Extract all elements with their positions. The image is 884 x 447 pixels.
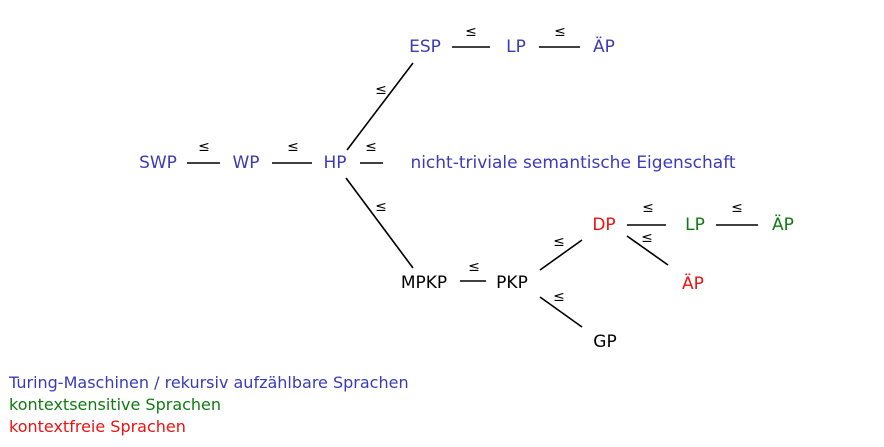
relation-label-lp_top-aep_top: ≤ <box>554 24 566 40</box>
relation-label-dp-lp_mid: ≤ <box>642 200 654 216</box>
edge-pkp-gp <box>539 296 583 328</box>
legend-context-free: kontextfreie Sprachen <box>9 417 186 436</box>
node-esp: ESP <box>409 37 441 57</box>
node-gp: GP <box>593 332 616 352</box>
relation-label-pkp-dp: ≤ <box>553 234 565 250</box>
edge-pkp-dp <box>539 239 583 271</box>
relation-label-hp-nts: ≤ <box>365 139 377 155</box>
relation-label-hp-mpkp: ≤ <box>375 199 387 215</box>
relation-label-hp-esp: ≤ <box>375 82 387 98</box>
relation-label-wp-hp: ≤ <box>287 139 299 155</box>
relation-label-lp_mid-aep_mid: ≤ <box>731 200 743 216</box>
node-aep-mid: ÄP <box>772 214 794 235</box>
edge-hp-esp <box>346 62 414 151</box>
edge-dp-aep_red <box>626 235 669 266</box>
node-aep-red: ÄP <box>682 273 704 294</box>
relation-label-dp-aep_red: ≤ <box>641 230 653 246</box>
legend-context-sensitive: kontextsensitive Sprachen <box>9 395 222 414</box>
node-hp: HP <box>323 153 346 173</box>
relation-label-mpkp-pkp: ≤ <box>468 259 480 275</box>
node-pkp: PKP <box>496 273 528 293</box>
edges-layer <box>187 46 758 328</box>
legend: Turing-Maschinen / rekursiv aufzählbare … <box>9 372 409 438</box>
node-mpkp: MPKP <box>401 273 447 293</box>
node-aep-top: ÄP <box>593 36 615 57</box>
relation-label-swp-wp: ≤ <box>198 139 210 155</box>
node-dp: DP <box>592 215 615 235</box>
node-lp-top: LP <box>506 37 526 57</box>
relation-labels-layer: ≤ ≤ ≤ ≤ ≤ ≤ ≤ ≤ ≤ ≤ ≤ ≤ ≤ <box>198 24 743 305</box>
node-swp: SWP <box>139 153 177 173</box>
legend-turing: Turing-Maschinen / rekursiv aufzählbare … <box>9 373 409 392</box>
node-lp-mid: LP <box>685 215 705 235</box>
nodes-layer: SWP WP HP ESP LP ÄP nicht-triviale semantische… <box>139 36 794 352</box>
node-nts: nicht-triviale semantische Eigenschaft <box>410 153 735 173</box>
reduction-graph: ≤ ≤ ≤ ≤ ≤ ≤ ≤ ≤ ≤ ≤ ≤ ≤ ≤ SWP WP HP ESP LP ÄP nicht-trivia… <box>139 24 794 352</box>
relation-label-pkp-gp: ≤ <box>553 289 565 305</box>
relation-label-esp-lp_top: ≤ <box>465 24 477 40</box>
edge-hp-mpkp <box>345 177 414 269</box>
node-wp: WP <box>232 153 259 173</box>
